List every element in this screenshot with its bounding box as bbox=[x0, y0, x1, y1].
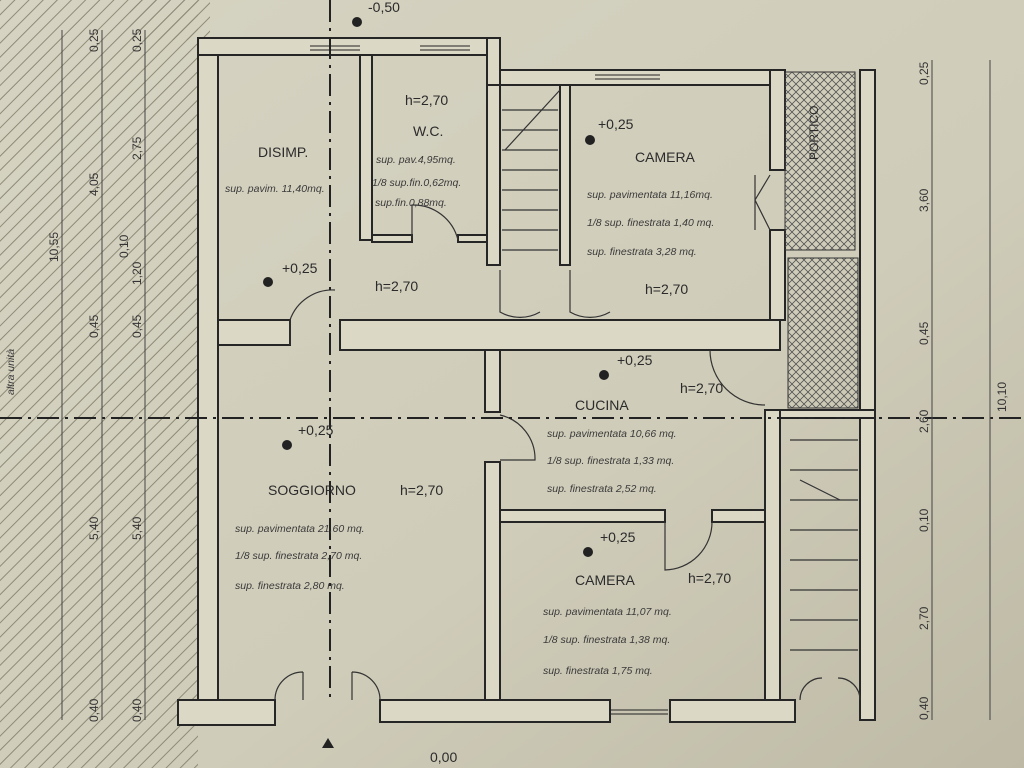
room-level-camera-bottom: +0,25 bbox=[600, 529, 636, 545]
room-area-wc: sup. pav.4,95mq. bbox=[376, 154, 456, 166]
room-area-disimp: sup. pavim. 11,40mq. bbox=[225, 183, 325, 195]
entrance-arrow-icon bbox=[322, 738, 334, 748]
room-name-camera-top: CAMERA bbox=[635, 149, 696, 165]
room-height-cucina: h=2,70 bbox=[680, 380, 723, 396]
room-name-wc: W.C. bbox=[413, 123, 443, 139]
dim-right-total: 10,10 bbox=[995, 382, 1009, 412]
dim-label: 2,60 bbox=[917, 409, 931, 433]
room-area-camera-top: sup. pavimentata 11,16mq. bbox=[587, 189, 713, 201]
stairs-right bbox=[790, 439, 858, 651]
dim-label: 0,40 bbox=[130, 698, 144, 722]
room-level-soggiorno: +0,25 bbox=[298, 422, 334, 438]
level-markers bbox=[263, 17, 609, 557]
portico-area bbox=[784, 71, 856, 251]
stairs-top bbox=[502, 89, 561, 251]
room-height-disimp: h=2,70 bbox=[375, 278, 418, 294]
room-window-wc: sup.fin.0,88mq. bbox=[375, 197, 447, 209]
dim-label: 0,25 bbox=[917, 61, 931, 85]
dim-label: 5,40 bbox=[130, 516, 144, 540]
dim-label: 2,70 bbox=[917, 606, 931, 630]
room-height-soggiorno: h=2,70 bbox=[400, 482, 443, 498]
dim-label: 3,60 bbox=[917, 188, 931, 212]
dim-label: 1,20 bbox=[130, 261, 144, 285]
room-level-disimp: +0,25 bbox=[282, 260, 318, 276]
room-level-camera-top: +0,25 bbox=[598, 116, 634, 132]
dim-label: 2,75 bbox=[130, 136, 144, 160]
room-name-camera-bottom: CAMERA bbox=[575, 572, 636, 588]
room-window-req-camera-bottom: 1/8 sup. finestrata 1,38 mq. bbox=[543, 634, 670, 646]
dim-label: 0,25 bbox=[130, 28, 144, 52]
level-bottom: 0,00 bbox=[430, 749, 457, 765]
hatch-top bbox=[130, 0, 210, 40]
dim-label: 0,45 bbox=[87, 314, 101, 338]
room-name-cucina: CUCINA bbox=[575, 397, 629, 413]
adjacent-unit-hatch bbox=[0, 0, 198, 768]
dim-label: 0,10 bbox=[917, 508, 931, 532]
room-level-cucina: +0,25 bbox=[617, 352, 653, 368]
dim-label: 0,10 bbox=[117, 234, 131, 258]
room-name-disimp: DISIMP. bbox=[258, 144, 308, 160]
room-height-camera-bottom: h=2,70 bbox=[688, 570, 731, 586]
dim-label: 0,45 bbox=[917, 321, 931, 345]
level-top: -0,50 bbox=[368, 0, 400, 15]
dimensions-right: 0,25 3,60 0,45 2,60 0,10 2,70 0,40 10,10 bbox=[917, 61, 1009, 720]
room-window-req-cucina: 1/8 sup. finestrata 1,33 mq. bbox=[547, 455, 674, 467]
dim-label: 4,05 bbox=[87, 172, 101, 196]
adjacent-unit-note: altra unità bbox=[5, 349, 17, 395]
room-area-camera-bottom: sup. pavimentata 11,07 mq. bbox=[543, 606, 672, 618]
dim-left-total: 10,55 bbox=[47, 232, 61, 262]
room-name-portico: PORTICO bbox=[807, 106, 821, 160]
dim-label: 0,40 bbox=[917, 696, 931, 720]
room-area-cucina: sup. pavimentata 10,66 mq. bbox=[547, 428, 677, 440]
doors bbox=[274, 174, 861, 701]
room-window-soggiorno: sup. finestrata 2,80 mq. bbox=[235, 580, 345, 592]
room-area-soggiorno: sup. pavimentata 21,60 mq. bbox=[235, 523, 365, 535]
dimension-lines bbox=[61, 30, 991, 720]
room-window-cucina: sup. finestrata 2,52 mq. bbox=[547, 483, 657, 495]
walls bbox=[177, 37, 876, 726]
room-window-camera-top: sup. finestrata 3,28 mq. bbox=[587, 246, 697, 258]
dimensions-left: 10,55 0,25 4,05 0,45 5,40 0,40 0,25 2,75… bbox=[47, 28, 144, 722]
room-window-req-soggiorno: 1/8 sup. finestrata 2,70 mq. bbox=[235, 550, 362, 562]
room-window-req-wc: 1/8 sup.fin.0,62mq. bbox=[372, 177, 461, 189]
dim-label: 5,40 bbox=[87, 516, 101, 540]
room-height-wc: h=2,70 bbox=[405, 92, 448, 108]
dim-label: 0,45 bbox=[130, 314, 144, 338]
room-height-camera-top: h=2,70 bbox=[645, 281, 688, 297]
room-name-soggiorno: SOGGIORNO bbox=[268, 482, 356, 498]
portico-area-lower bbox=[787, 257, 859, 409]
windows bbox=[310, 45, 668, 715]
room-window-camera-bottom: sup. finestrata 1,75 mq. bbox=[543, 665, 653, 677]
dim-label: 0,25 bbox=[87, 28, 101, 52]
room-window-req-camera-top: 1/8 sup. finestrata 1,40 mq. bbox=[587, 217, 714, 229]
dim-label: 0,40 bbox=[87, 698, 101, 722]
